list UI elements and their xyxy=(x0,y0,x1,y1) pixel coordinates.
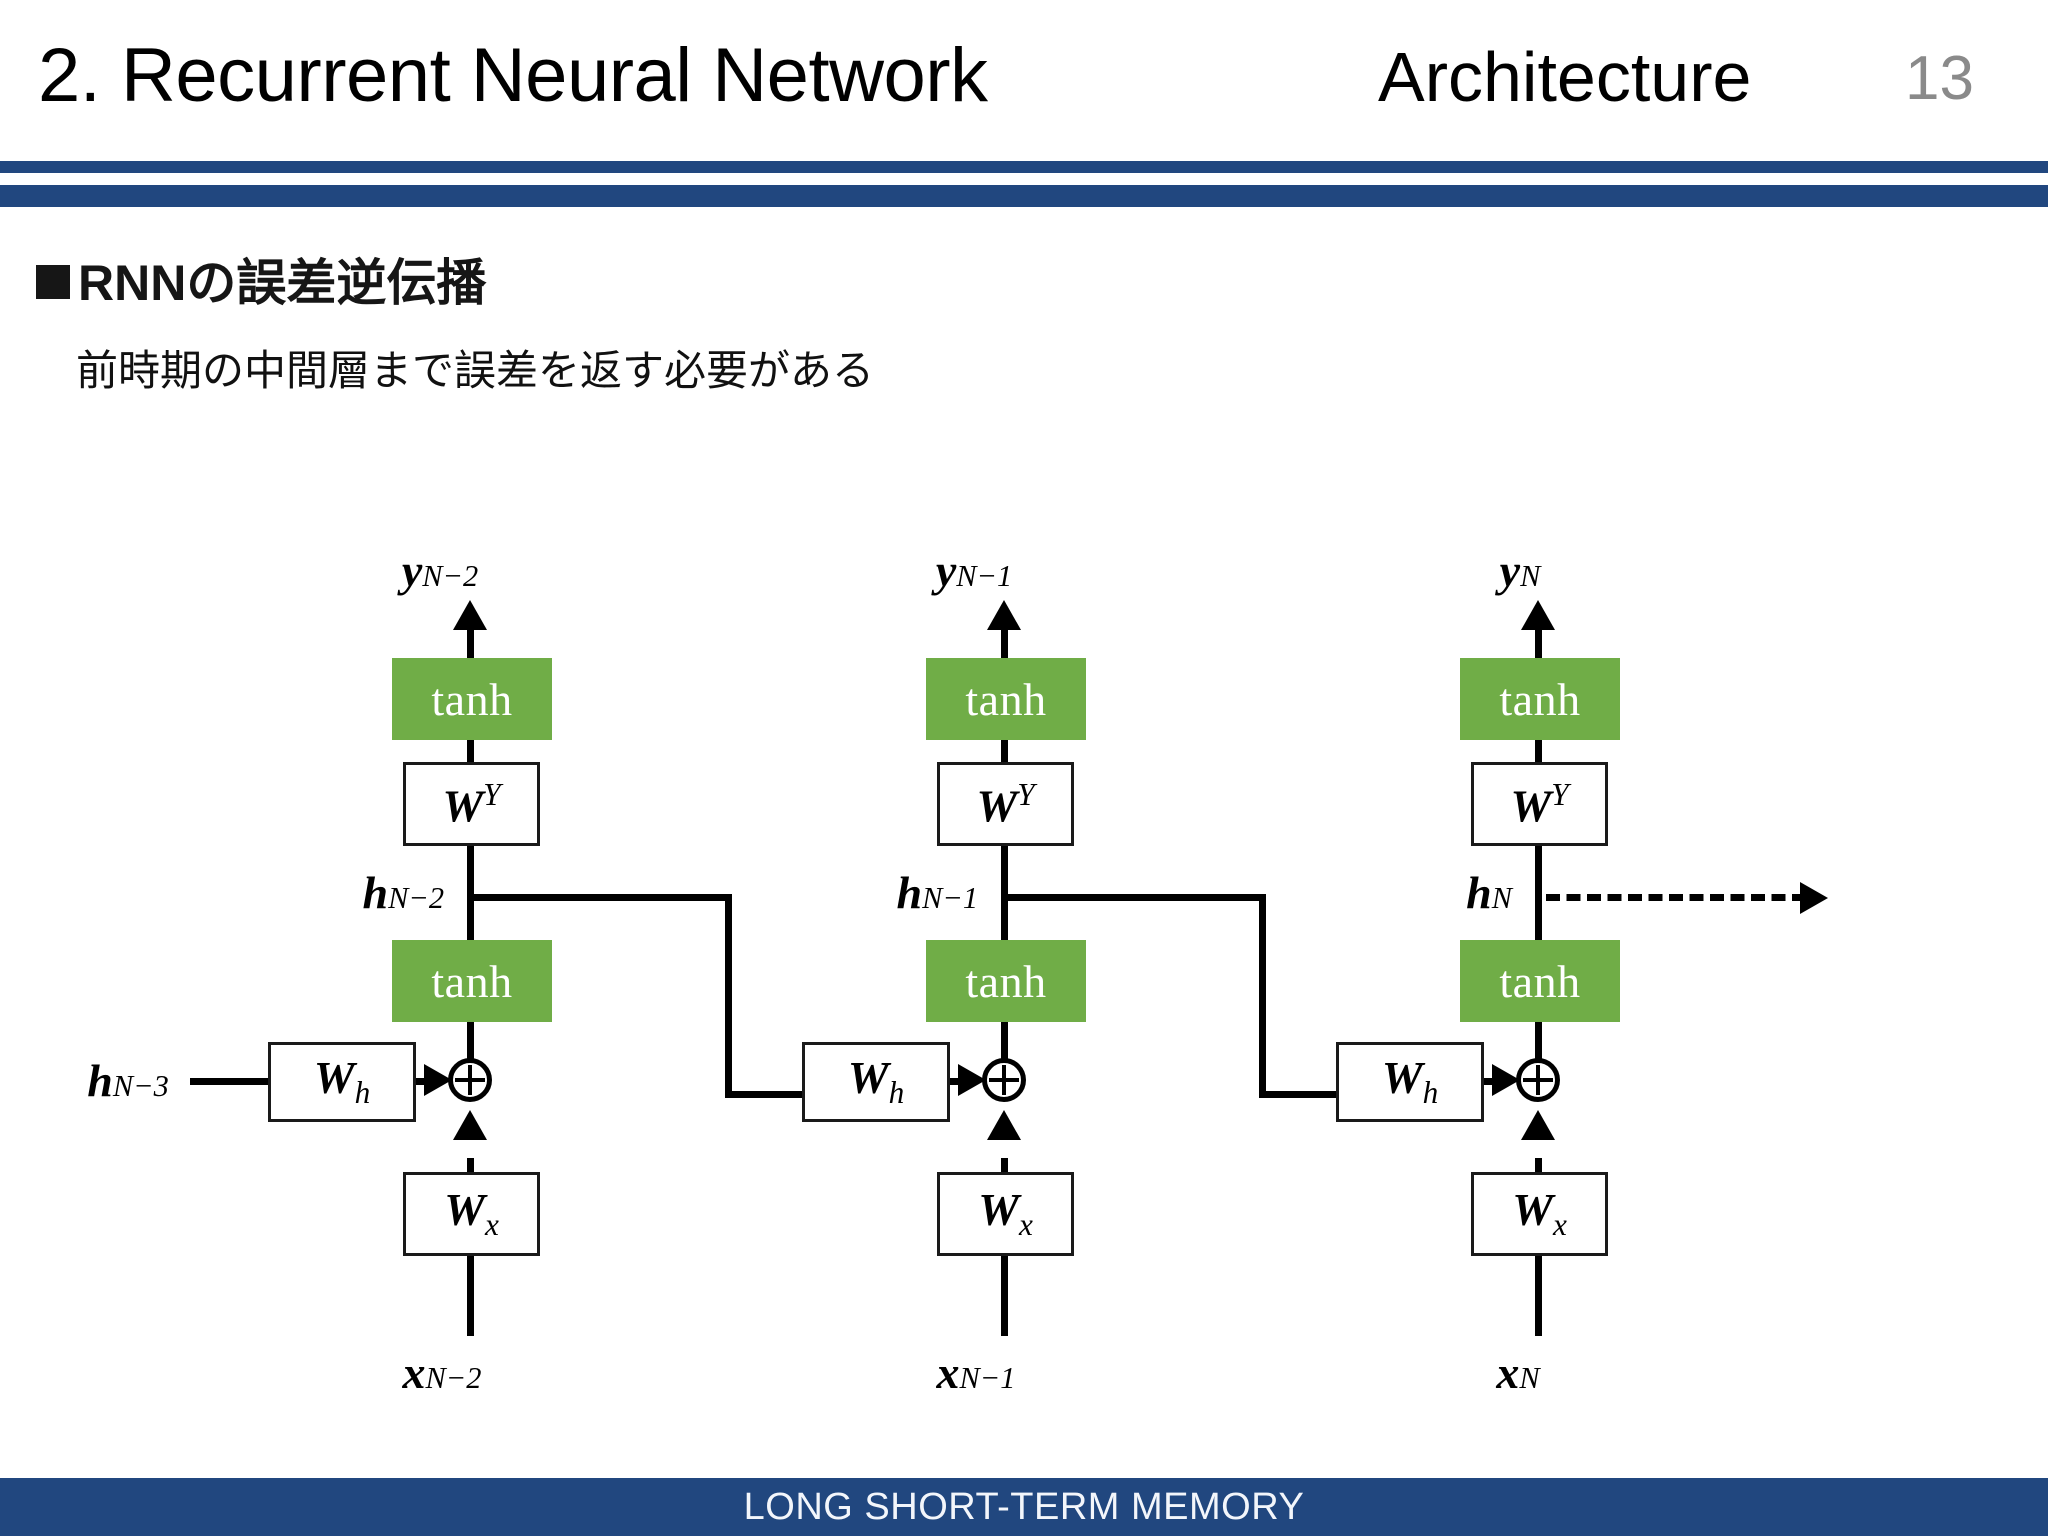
header-rule-thin xyxy=(0,161,2048,173)
output-label-y: yN−1 xyxy=(935,545,1013,596)
wire-h1-right xyxy=(470,894,732,901)
square-bullet-icon xyxy=(36,265,70,299)
adder-node xyxy=(1516,1058,1560,1102)
tanh-label: tanh xyxy=(431,673,513,725)
wire-h2-right xyxy=(1004,894,1266,901)
activation-tanh-hidden: tanh xyxy=(392,940,552,1022)
weight-box-wy: WY xyxy=(403,762,540,846)
weight-box-wh: Wh xyxy=(1336,1042,1484,1122)
arrow-wh-to-plus-icon xyxy=(424,1064,452,1096)
wire-h2-into-wh3 xyxy=(1259,1091,1371,1098)
wire-h3-spine xyxy=(1535,844,1542,942)
hidden-state-label-h: hN−2 xyxy=(362,867,444,918)
wire-h1-into-wh2 xyxy=(725,1091,837,1098)
page-title: 2. Recurrent Neural Network xyxy=(38,33,988,118)
wire-h2-spine xyxy=(1001,844,1008,942)
wire-h1-down xyxy=(725,894,732,1098)
activation-tanh-hidden: tanh xyxy=(926,940,1086,1022)
weight-box-wx: Wx xyxy=(1471,1172,1608,1256)
wire-h3-dashed xyxy=(1546,894,1806,901)
footer-bar: LONG SHORT-TERM MEMORY xyxy=(0,1478,2048,1536)
weight-box-wy: WY xyxy=(1471,762,1608,846)
weight-box-wh: Wh xyxy=(802,1042,950,1122)
wire-plus-to-tanh-hidden xyxy=(467,1020,474,1062)
arrow-wx-to-plus-icon xyxy=(453,1110,487,1140)
wire-tanh1-to-y xyxy=(467,625,474,665)
tanh-label: tanh xyxy=(965,673,1047,725)
wire-wy-to-tanh1 xyxy=(467,738,474,766)
wire-x-to-wx xyxy=(1001,1254,1008,1336)
wire-h1-spine xyxy=(467,844,474,942)
weight-wh-label: Wh xyxy=(1381,1052,1439,1111)
tanh-label: tanh xyxy=(965,955,1047,1007)
arrow-output-up-icon xyxy=(1521,600,1555,630)
arrow-output-up-icon xyxy=(987,600,1021,630)
weight-wx-label: Wx xyxy=(978,1184,1033,1243)
arrow-wh-to-plus-icon xyxy=(958,1064,986,1096)
weight-box-wh: Wh xyxy=(268,1042,416,1122)
output-label-y: yN xyxy=(1499,545,1541,596)
arrow-wh-to-plus-icon xyxy=(1492,1064,1520,1096)
wire-wy-to-tanh1 xyxy=(1535,738,1542,766)
weight-wx-label: Wx xyxy=(1512,1184,1567,1243)
tanh-label: tanh xyxy=(1499,955,1581,1007)
wire-prevh-to-wh xyxy=(190,1078,270,1085)
page-number: 13 xyxy=(1905,44,1974,113)
weight-wh-label: Wh xyxy=(313,1052,371,1111)
header-section-label: Architecture xyxy=(1378,38,1752,116)
input-label-x: xN xyxy=(1496,1347,1540,1398)
header-rule-thick xyxy=(0,185,2048,207)
wire-tanh1-to-y xyxy=(1535,625,1542,665)
arrow-h3-continue-icon xyxy=(1800,882,1828,914)
bullet-heading: RNNの誤差逆伝播 xyxy=(36,258,486,308)
activation-tanh-output: tanh xyxy=(1460,658,1620,740)
weight-wx-label: Wx xyxy=(444,1184,499,1243)
hidden-state-label-h: hN xyxy=(1466,867,1512,918)
adder-node xyxy=(448,1058,492,1102)
tanh-label: tanh xyxy=(1499,673,1581,725)
prev-hidden-label: hN−3 xyxy=(87,1055,169,1106)
output-label-y: yN−2 xyxy=(401,545,479,596)
wire-plus-to-tanh-hidden xyxy=(1535,1020,1542,1062)
wire-x-to-wx xyxy=(1535,1254,1542,1336)
body-text: 前時期の中間層まで誤差を返す必要がある xyxy=(76,347,875,394)
activation-tanh-output: tanh xyxy=(392,658,552,740)
input-label-x: xN−1 xyxy=(936,1347,1016,1398)
weight-wy-label: WY xyxy=(442,776,501,832)
wire-wy-to-tanh1 xyxy=(1001,738,1008,766)
wire-tanh1-to-y xyxy=(1001,625,1008,665)
wire-h2-down xyxy=(1259,894,1266,1098)
wire-plus-to-tanh-hidden xyxy=(1001,1020,1008,1062)
weight-wy-label: WY xyxy=(1510,776,1569,832)
activation-tanh-hidden: tanh xyxy=(1460,940,1620,1022)
activation-tanh-output: tanh xyxy=(926,658,1086,740)
weight-box-wx: Wx xyxy=(403,1172,540,1256)
arrow-output-up-icon xyxy=(453,600,487,630)
arrow-wx-to-plus-icon xyxy=(987,1110,1021,1140)
footer-text: LONG SHORT-TERM MEMORY xyxy=(743,1485,1305,1528)
arrow-wx-to-plus-icon xyxy=(1521,1110,1555,1140)
hidden-state-label-h: hN−1 xyxy=(896,867,978,918)
adder-node xyxy=(982,1058,1026,1102)
input-label-x: xN−2 xyxy=(402,1347,482,1398)
bullet-heading-text: RNNの誤差逆伝播 xyxy=(78,255,487,311)
weight-wy-label: WY xyxy=(976,776,1035,832)
wire-x-to-wx xyxy=(467,1254,474,1336)
weight-box-wy: WY xyxy=(937,762,1074,846)
tanh-label: tanh xyxy=(431,955,513,1007)
weight-box-wx: Wx xyxy=(937,1172,1074,1256)
weight-wh-label: Wh xyxy=(847,1052,905,1111)
